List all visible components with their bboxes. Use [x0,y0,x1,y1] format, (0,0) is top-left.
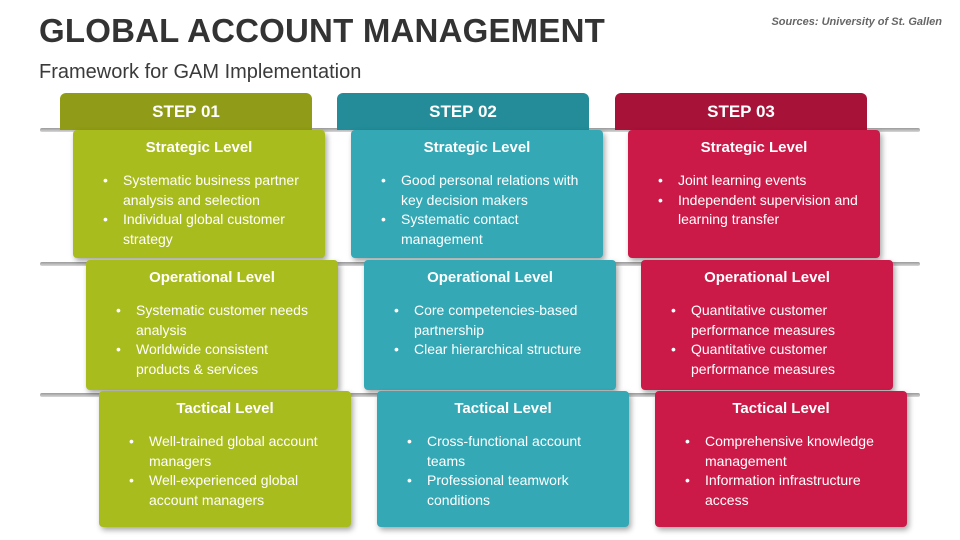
bullet-item: Independent supervision and learning tra… [658,191,866,230]
card-title: Tactical Level [454,400,552,417]
step-01-strategic-card: Strategic Level Systematic business part… [73,130,325,258]
bullet-list: Joint learning events Independent superv… [658,171,866,230]
bullet-item: Information infrastructure access [685,471,893,510]
step-02-tactical-card: Tactical Level Cross-functional account … [377,391,629,527]
bullet-item: Well-trained global account managers [129,432,337,471]
page-subtitle: Framework for GAM Implementation [39,61,362,83]
bullet-item: Core competencies-based partnership [394,301,602,340]
step-02-operational-card: Operational Level Core competencies-base… [364,260,616,390]
bullet-item: Individual global customer strategy [103,210,311,249]
bullet-item: Quantitative customer performance measur… [671,301,879,340]
step-03-header: STEP 03 [615,93,867,130]
step-03-strategic-card: Strategic Level Joint learning events In… [628,130,880,258]
bullet-item: Clear hierarchical structure [394,340,602,360]
bullet-item: Comprehensive knowledge management [685,432,893,471]
card-title: Operational Level [149,269,275,286]
bullet-item: Systematic business partner analysis and… [103,171,311,210]
card-title: Strategic Level [145,139,253,156]
bullet-list: Well-trained global account managers Wel… [129,432,337,510]
source-note: Sources: University of St. Gallen [771,16,942,28]
card-title: Strategic Level [423,139,531,156]
bullet-list: Good personal relations with key decisio… [381,171,589,249]
step-03-operational-card: Operational Level Quantitative customer … [641,260,893,390]
card-title: Tactical Level [732,400,830,417]
bullet-list: Cross-functional account teams Professio… [407,432,615,510]
step-02-strategic-card: Strategic Level Good personal relations … [351,130,603,258]
bullet-list: Comprehensive knowledge management Infor… [685,432,893,510]
bullet-item: Professional teamwork conditions [407,471,615,510]
bullet-item: Well-experienced global account managers [129,471,337,510]
card-title: Operational Level [427,269,553,286]
card-title: Strategic Level [700,139,808,156]
bullet-item: Good personal relations with key decisio… [381,171,589,210]
bullet-item: Worldwide consistent products & services [116,340,324,379]
page-title: GLOBAL ACCOUNT MANAGEMENT [39,12,605,49]
step-03-tactical-card: Tactical Level Comprehensive knowledge m… [655,391,907,527]
card-title: Tactical Level [176,400,274,417]
step-01-header: STEP 01 [60,93,312,130]
bullet-list: Systematic business partner analysis and… [103,171,311,249]
bullet-item: Quantitative customer performance measur… [671,340,879,379]
card-title: Operational Level [704,269,830,286]
bullet-list: Core competencies-based partnership Clea… [394,301,602,360]
bullet-list: Systematic customer needs analysis World… [116,301,324,379]
bullet-list: Quantitative customer performance measur… [671,301,879,379]
step-02-header: STEP 02 [337,93,589,130]
bullet-item: Systematic contact management [381,210,589,249]
bullet-item: Cross-functional account teams [407,432,615,471]
bullet-item: Systematic customer needs analysis [116,301,324,340]
step-01-tactical-card: Tactical Level Well-trained global accou… [99,391,351,527]
step-01-operational-card: Operational Level Systematic customer ne… [86,260,338,390]
bullet-item: Joint learning events [658,171,866,191]
